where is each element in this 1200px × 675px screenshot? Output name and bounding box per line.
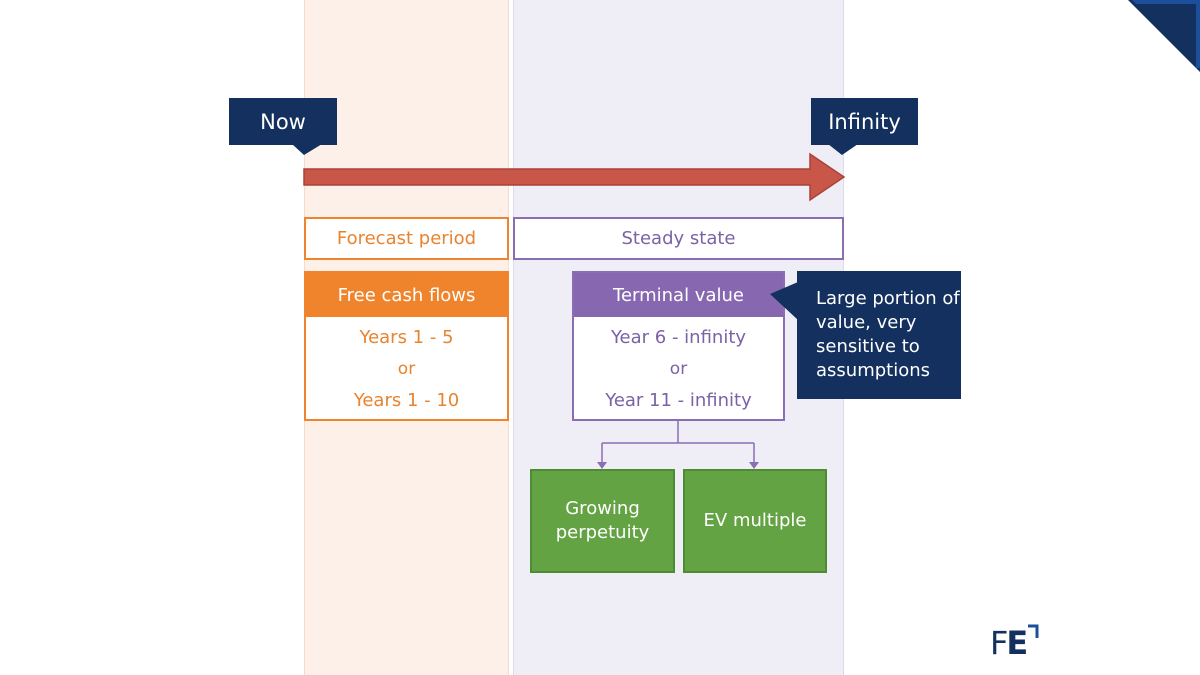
infinity-label: Infinity bbox=[811, 98, 918, 145]
callout-pointer bbox=[770, 282, 798, 320]
terminal-value-card: Terminal value Year 6 - infinity or Year… bbox=[572, 271, 785, 421]
logo-letter-f: F bbox=[990, 624, 1008, 662]
free-cash-flows-title: Free cash flows bbox=[306, 273, 507, 317]
steady-state-header: Steady state bbox=[513, 217, 844, 260]
terminal-years-option-1: Year 6 - infinity bbox=[610, 327, 747, 348]
free-cash-flows-card: Free cash flows Years 1 - 5 or Years 1 -… bbox=[304, 271, 509, 421]
now-pointer bbox=[292, 144, 322, 155]
terminal-or-text: or bbox=[669, 359, 688, 379]
terminal-value-callout: Large portion of value, very sensitive t… bbox=[797, 271, 961, 399]
timeline-arrow bbox=[303, 152, 846, 202]
infinity-pointer bbox=[828, 144, 858, 155]
terminal-value-title: Terminal value bbox=[574, 273, 783, 317]
forecast-period-header: Forecast period bbox=[304, 217, 509, 260]
forecast-or-text: or bbox=[397, 359, 416, 379]
method-connectors bbox=[597, 421, 759, 469]
logo-corner-mark bbox=[1028, 624, 1039, 638]
growing-perpetuity-box: Growing perpetuity bbox=[530, 469, 675, 573]
now-label: Now bbox=[229, 98, 337, 145]
fe-logo: FE bbox=[990, 624, 1042, 664]
forecast-years-option-1: Years 1 - 5 bbox=[359, 327, 454, 348]
logo-letter-e: E bbox=[1006, 624, 1028, 662]
corner-decoration bbox=[1128, 0, 1200, 72]
forecast-years-option-2: Years 1 - 10 bbox=[353, 390, 460, 411]
ev-multiple-box: EV multiple bbox=[683, 469, 827, 573]
terminal-years-option-2: Year 11 - infinity bbox=[605, 390, 752, 411]
